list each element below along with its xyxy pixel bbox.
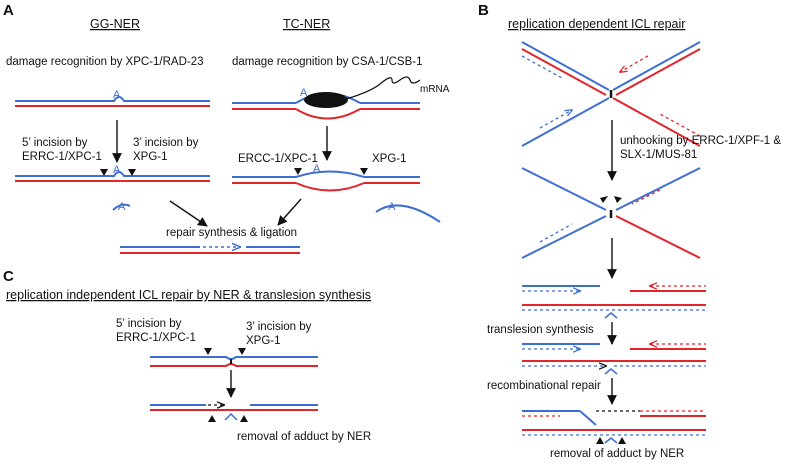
panel-c-letter: C <box>3 268 14 285</box>
gg-duplex-damage: A <box>15 89 210 107</box>
gg-incision5-line2: ERRC-1/XPC-1 <box>22 151 102 163</box>
unhooking-line2: SLX-1/MUS-81 <box>620 149 697 161</box>
broken-chromatids <box>522 286 706 319</box>
incision-marker-3 <box>128 169 136 176</box>
c-incision5-line2: ERRC-1/XPC-1 <box>116 332 196 344</box>
svg-text:A: A <box>118 201 126 213</box>
tls-label: translesion synthesis <box>487 324 594 336</box>
gg-incision3-line2: XPG-1 <box>133 151 168 163</box>
panel-a: A GG-NER TC-NER damage recognition by XP… <box>3 2 450 254</box>
recombined-chromatids <box>522 410 706 444</box>
c-incision5-line1: 5’ incision by <box>116 318 182 330</box>
panel-b: B replication dependent ICL repair unhoo… <box>478 2 781 460</box>
tc-ercc-label: ERCC-1/XPC-1 <box>238 153 318 165</box>
tc-merge-arrow <box>277 198 302 226</box>
panel-b-title: replication dependent ICL repair <box>508 17 685 31</box>
svg-text:A: A <box>113 164 121 176</box>
tc-incision-marker-3 <box>360 168 368 175</box>
svg-text:A: A <box>313 163 321 175</box>
mrna-label: mRNA <box>420 84 450 95</box>
converged-forks-top <box>521 41 701 147</box>
unhook-marker-left <box>600 196 608 203</box>
post-tls-chromatids <box>522 344 706 375</box>
c-incision3-line2: XPG-1 <box>246 335 281 347</box>
icl-duplex-incised <box>150 348 318 367</box>
unhook-marker-right <box>614 196 622 203</box>
panel-a-letter: A <box>3 2 14 19</box>
mrna-strand <box>345 76 421 100</box>
incision-marker-5 <box>100 169 108 176</box>
svg-text:A: A <box>300 87 308 99</box>
tc-duplex-incised: A <box>232 163 420 192</box>
gg-excised-oligo: A <box>112 201 131 213</box>
tc-duplex-stalled-polymerase: A mRNA <box>232 76 450 120</box>
tc-recognition-label: damage recognition by CSA-1/CSB-1 <box>232 56 423 68</box>
gg-merge-arrow <box>169 200 208 227</box>
repair-synthesis-label: repair synthesis & ligation <box>166 227 297 239</box>
unhooking-line1: unhooking by ERRC-1/XPF-1 & <box>620 135 781 147</box>
rna-polymerase <box>304 92 348 108</box>
panel-c: C replication independent ICL repair by … <box>3 268 371 443</box>
tc-xpg-label: XPG-1 <box>372 153 407 165</box>
tc-excised-oligo: A <box>375 201 441 223</box>
converged-forks-unhooked <box>521 167 701 259</box>
tc-ner-title: TC-NER <box>283 17 330 31</box>
svg-text:A: A <box>388 201 396 213</box>
panel-b-letter: B <box>478 2 489 19</box>
removal-label-c: removal of adduct by NER <box>237 431 371 443</box>
adduct-glyph <box>604 312 618 319</box>
gg-recognition-label: damage recognition by XPC-1/RAD-23 <box>6 56 204 68</box>
gg-ner-title: GG-NER <box>90 17 140 31</box>
lesion-glyph: A <box>113 89 121 101</box>
tc-incision-marker-5 <box>294 168 302 175</box>
gg-incision3-line1: 3’ incision by <box>133 137 199 149</box>
gg-duplex-incised: A <box>15 164 210 182</box>
repaired-duplex <box>120 247 300 254</box>
c-incision3-line1: 3’ incision by <box>246 321 312 333</box>
removal-label-b: removal of adduct by NER <box>550 448 684 460</box>
icl-duplex-tls <box>150 405 318 422</box>
recomb-label: recombinational repair <box>487 380 601 392</box>
gg-incision5-line1: 5’ incision by <box>22 137 88 149</box>
panel-c-title: replication independent ICL repair by NE… <box>6 288 371 302</box>
